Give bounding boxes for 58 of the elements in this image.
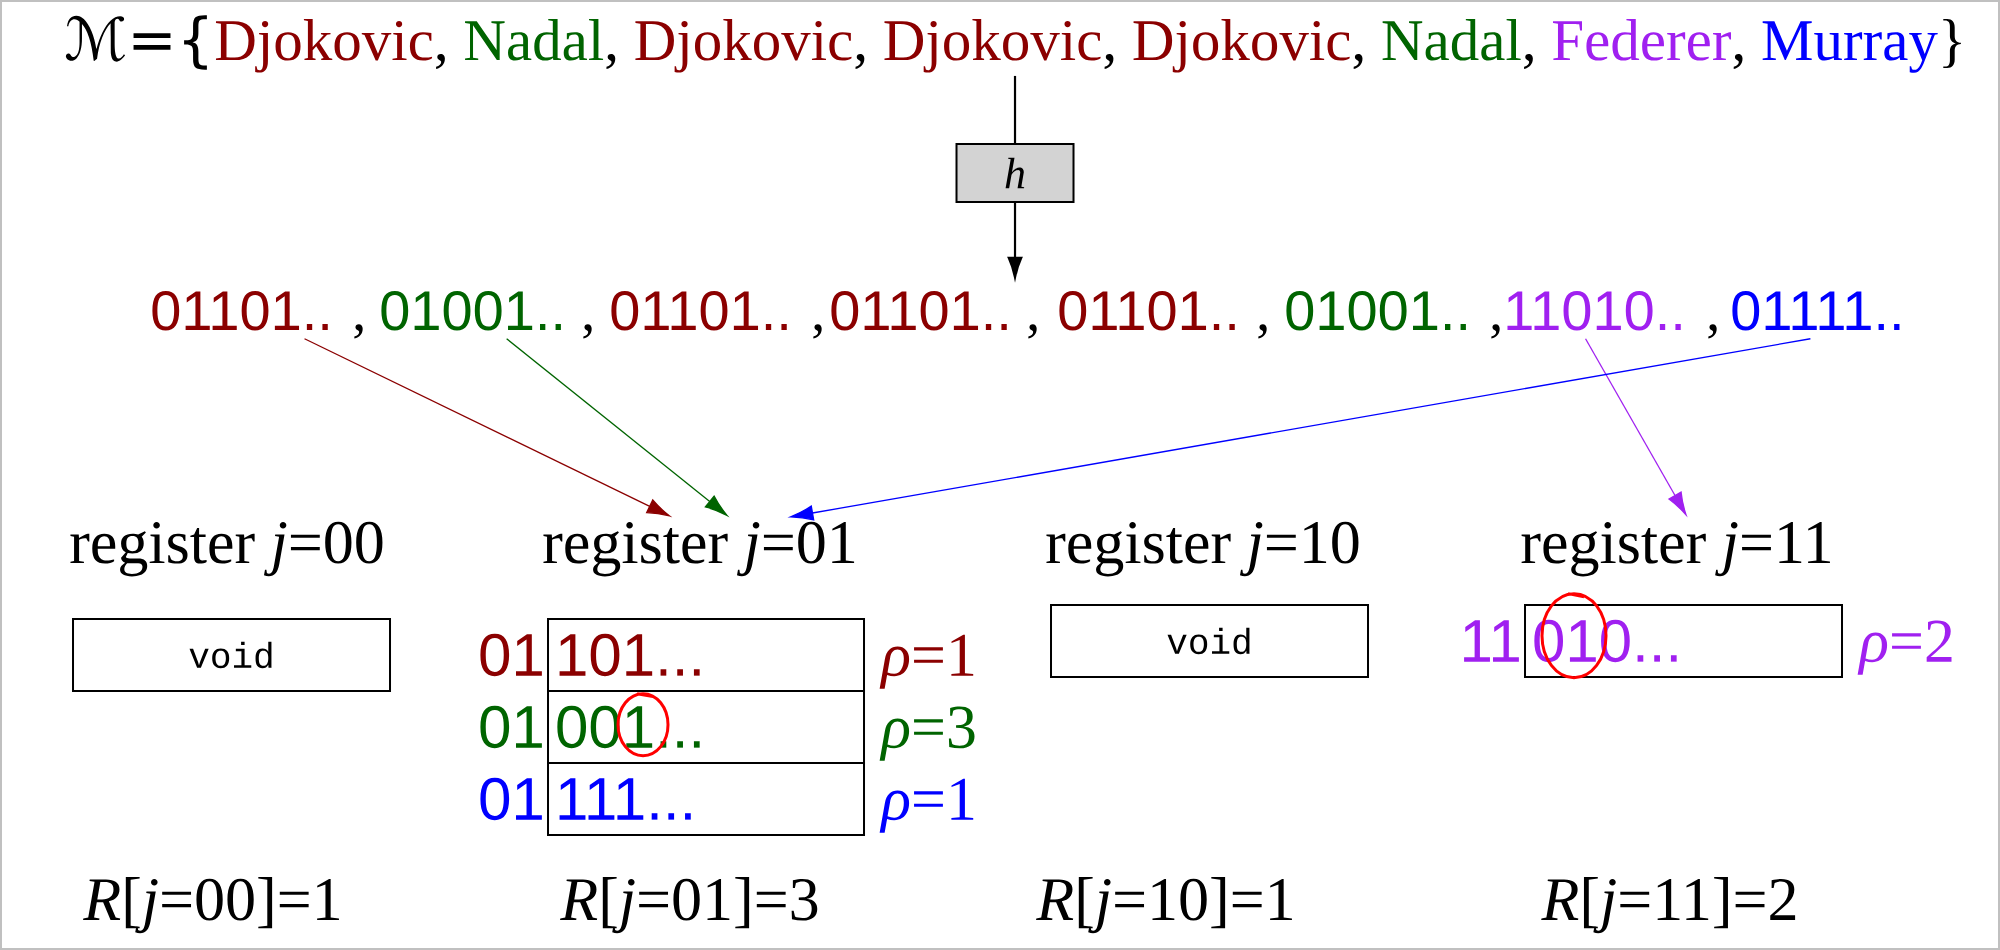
comma: , [813,324,822,339]
comma: , [1258,324,1267,339]
player-name: Djokovic [635,19,852,73]
bit-string: 01101.. [1059,290,1235,331]
register-box: void [1050,604,1369,678]
comma: , [855,53,865,70]
arrow [1584,338,1687,516]
index-bits: 11 [1464,620,1519,662]
set-notation: ℳ={ [65,15,207,70]
comma: , [606,53,616,70]
player-name: Federer [1553,19,1731,61]
rho-value: ρ=1 [879,778,974,833]
comma: , [354,324,363,339]
comma: , [436,53,445,70]
index-bits: 01 [480,705,542,749]
rho-value: ρ=3 [879,706,975,761]
arrow [303,338,671,517]
bit-string: 01111.. [1732,290,1900,331]
comma: , [1353,53,1363,70]
register-heading: registerj=10 [1046,521,1359,577]
register-cell: 101... [547,618,865,692]
comma: , [1104,53,1114,70]
player-name: Murray [1762,21,1938,73]
bit-string: 01001.. [1286,290,1466,331]
bit-string: 01001.. [381,290,561,331]
player-name: Djokovic [215,19,433,73]
register-value: R[j=11]=2 [1541,877,1796,934]
register-heading: registerj=11 [1521,521,1830,577]
register-box: void [72,618,391,692]
register-value: R[j=00]=1 [83,877,339,934]
register-value: R[j=10]=1 [1036,877,1292,934]
register-heading: registerj=01 [543,521,855,577]
comma: , [1708,324,1717,339]
bit-string: 01101.. [831,290,1007,331]
function-box: h [955,143,1075,203]
comma: , [1524,53,1533,70]
player-name: Djokovic [1133,19,1350,73]
bit-string: 01101.. [152,290,328,331]
index-bits: 01 [480,633,542,677]
comma: , [583,324,592,339]
comma: , [1733,53,1743,70]
comma: , [1028,324,1037,339]
rho-value: ρ=2 [1857,620,1952,675]
register-heading: registerj=00 [70,521,383,577]
register-value: R[j=01]=3 [560,877,818,934]
index-bits: 01 [480,777,542,821]
player-name: Nadal [1382,19,1521,61]
comma: , [1491,324,1500,339]
arrow [506,338,728,516]
bit-string: 11010.. [1507,290,1681,331]
bit-string: 01101.. [611,290,787,331]
player-name: Nadal [465,19,604,61]
connector-line [1013,75,1017,143]
arrow [790,338,1812,521]
player-name: Djokovic [884,19,1101,73]
closing-brace: } [1943,19,1961,68]
register-cell: 111... [547,762,865,836]
rho-value: ρ=1 [879,634,974,689]
